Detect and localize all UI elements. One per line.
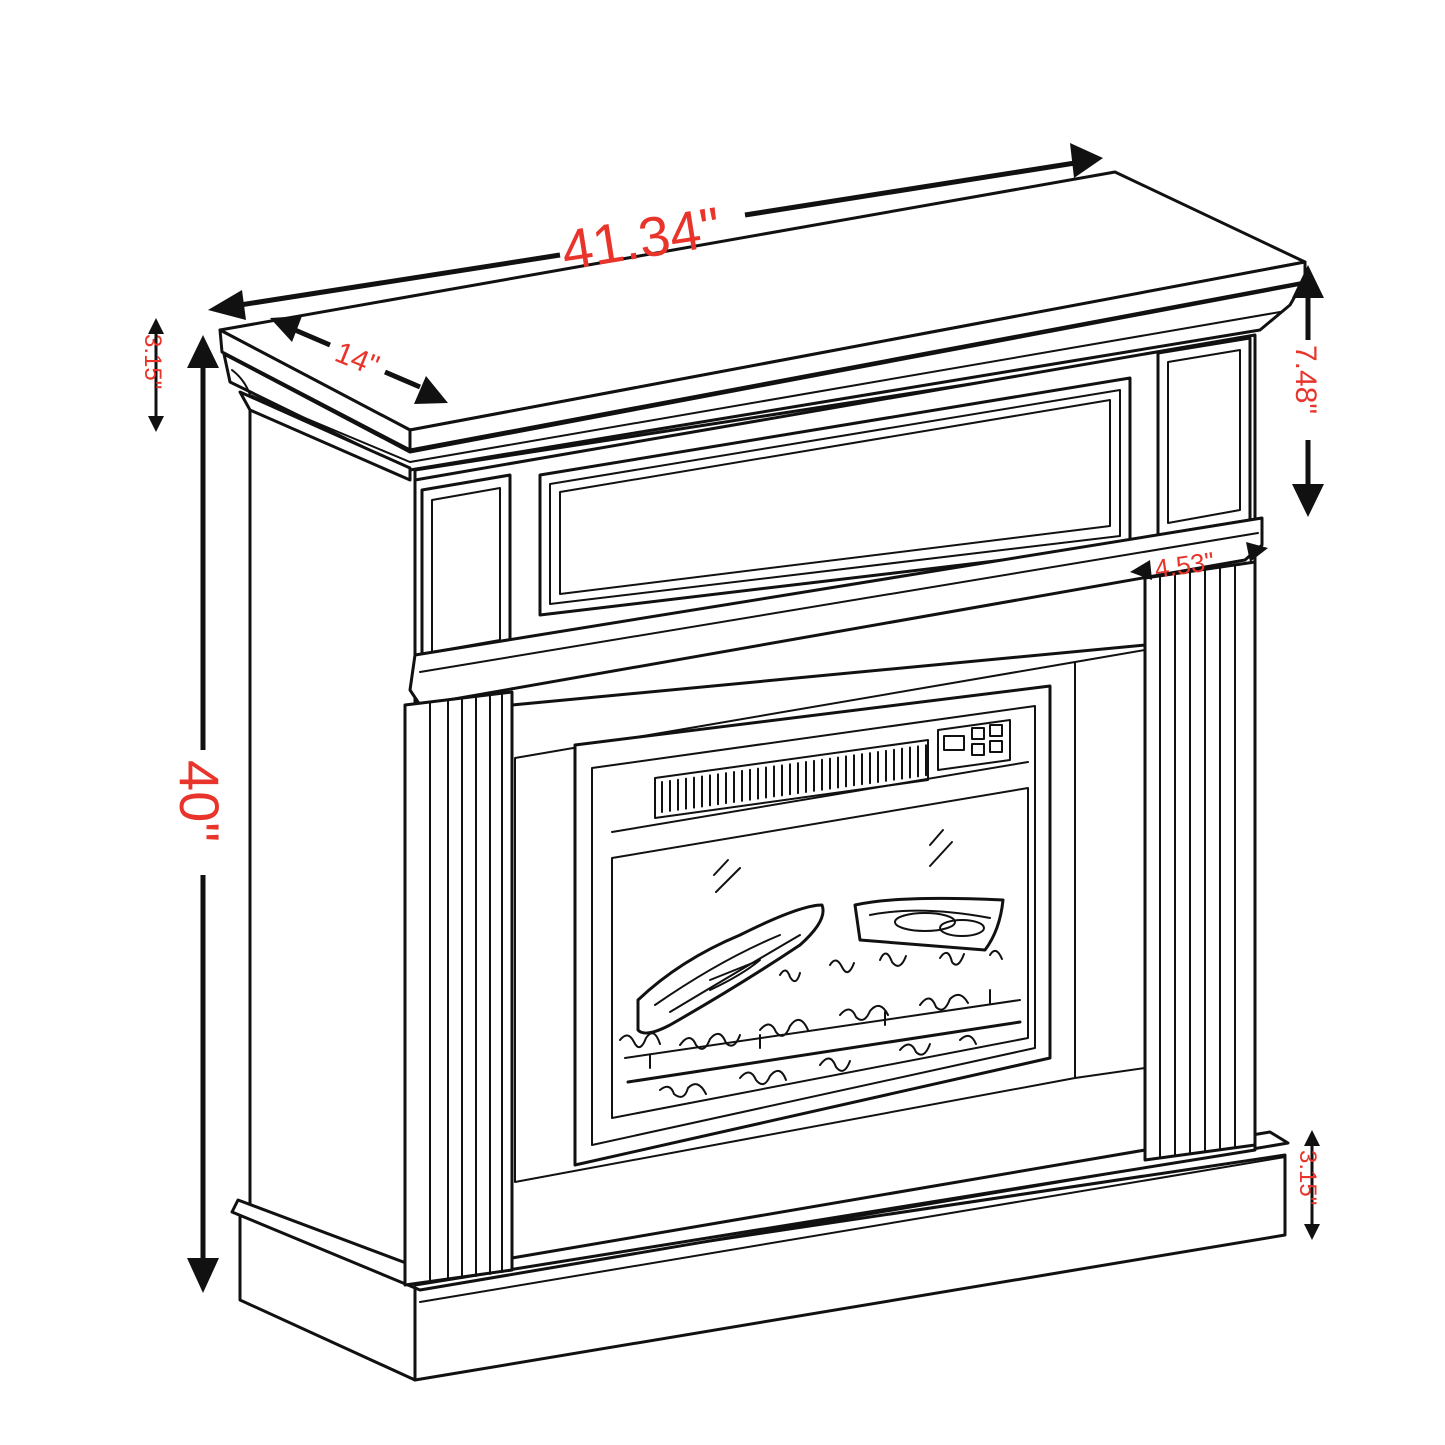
- depth-dimension-arrow: [270, 316, 448, 404]
- base-height-arrow: [1304, 1130, 1320, 1240]
- dimension-lines: [148, 143, 1324, 1293]
- left-side-panel: [248, 403, 417, 1302]
- width-dimension-arrow: [208, 143, 1103, 320]
- upper-frieze: [408, 333, 1264, 707]
- left-fluted-pilaster: [403, 690, 514, 1287]
- pilaster-width-arrow: [1130, 542, 1268, 580]
- control-panel: [937, 719, 1011, 771]
- electric-fireplace-insert: [573, 684, 1052, 1167]
- glass-viewing-window: [611, 761, 1029, 1119]
- frieze-height-arrow: [1292, 265, 1324, 517]
- frieze-height-label: 7.48": [1289, 345, 1322, 414]
- log-set: [619, 896, 1022, 1098]
- right-fluted-pilaster: [1143, 560, 1257, 1162]
- fireplace-mantel-drawing: [218, 170, 1307, 1382]
- dimension-labels: 41.34" 14" 40" 3.15" 7.48" 4.53" 3.15": [139, 195, 1322, 1206]
- base-height-label: 3.15": [1294, 1150, 1321, 1205]
- mantel-top-slab: [218, 170, 1307, 482]
- height-label: 40": [168, 760, 231, 842]
- heater-vent: [654, 739, 929, 819]
- top-cornice-label: 3.15": [139, 334, 166, 389]
- cornice-height-arrow: [148, 318, 164, 432]
- height-dimension-arrow: [187, 335, 219, 1293]
